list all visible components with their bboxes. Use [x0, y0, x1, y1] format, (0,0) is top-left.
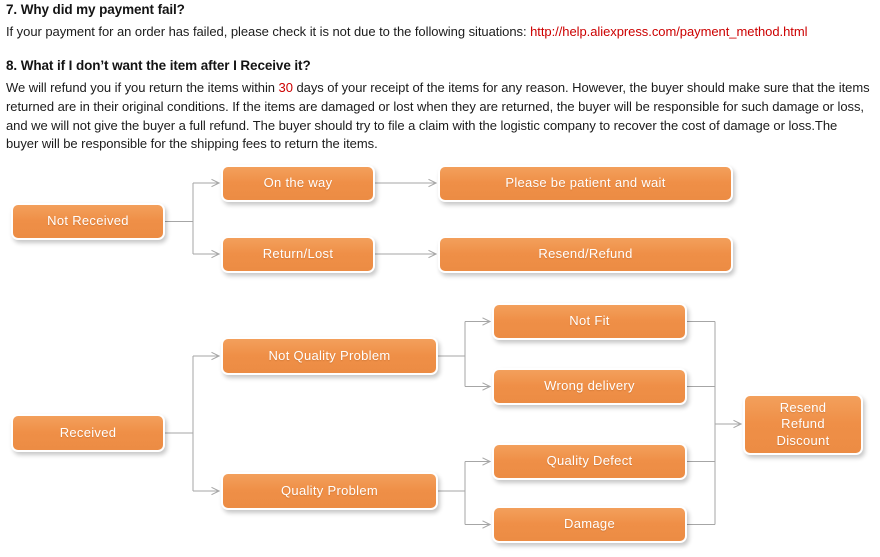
question-8-body-post: days of your receipt of the items for an… — [6, 80, 870, 152]
section-divider — [6, 42, 872, 56]
question-7-body: If your payment for an order has failed,… — [6, 23, 872, 42]
flow-node-resend-refund[interactable]: Resend/Refund — [438, 236, 733, 273]
question-8-body-pre: We will refund you if you return the ite… — [6, 80, 279, 96]
flow-node-not-received[interactable]: Not Received — [11, 203, 165, 240]
flow-node-label-not-quality: Not Quality Problem — [268, 347, 391, 363]
refund-days-highlight: 30 — [278, 80, 293, 96]
question-8-body: We will refund you if you return the ite… — [6, 79, 872, 154]
payment-method-link[interactable]: http://help.aliexpress.com/payment_metho… — [530, 24, 808, 40]
flow-node-wrong-delivery[interactable]: Wrong delivery — [492, 368, 687, 405]
flow-node-label-resend-refund: Resend/Refund — [538, 246, 633, 262]
flow-node-quality-defect[interactable]: Quality Defect — [492, 443, 687, 480]
flow-node-resend-refund-discount[interactable]: Resend Refund Discount — [743, 394, 863, 455]
flow-node-return-lost[interactable]: Return/Lost — [221, 236, 375, 273]
flow-node-not-quality[interactable]: Not Quality Problem — [221, 337, 438, 375]
flow-node-label-not-fit: Not Fit — [569, 313, 610, 329]
flow-node-label-received: Received — [59, 424, 117, 440]
flow-node-received[interactable]: Received — [11, 414, 165, 452]
question-7-heading: 7. Why did my payment fail? — [6, 2, 185, 17]
flow-node-be-patient[interactable]: Please be patient and wait — [438, 165, 733, 202]
flow-node-label-on-the-way: On the way — [263, 175, 333, 191]
flow-node-label-resend-refund-discount: Resend Refund Discount — [776, 399, 830, 448]
flow-node-label-be-patient: Please be patient and wait — [505, 175, 666, 191]
flow-node-label-quality-defect: Quality Defect — [546, 453, 633, 469]
faq-text-block: 7. Why did my payment fail? If your paym… — [6, 0, 872, 154]
question-8-heading: 8. What if I don’t want the item after I… — [6, 57, 311, 73]
flow-node-label-damage: Damage — [564, 516, 615, 532]
flow-node-quality-problem[interactable]: Quality Problem — [221, 472, 438, 510]
flow-node-on-the-way[interactable]: On the way — [221, 165, 375, 202]
flow-node-label-not-received: Not Received — [47, 213, 129, 229]
flow-node-not-fit[interactable]: Not Fit — [492, 303, 687, 340]
flow-node-label-return-lost: Return/Lost — [262, 246, 334, 262]
flow-node-label-quality-problem: Quality Problem — [281, 482, 378, 498]
flow-node-damage[interactable]: Damage — [492, 506, 687, 543]
flow-node-label-wrong-delivery: Wrong delivery — [544, 378, 635, 394]
question-7-body-text: If your payment for an order has failed,… — [6, 24, 531, 40]
